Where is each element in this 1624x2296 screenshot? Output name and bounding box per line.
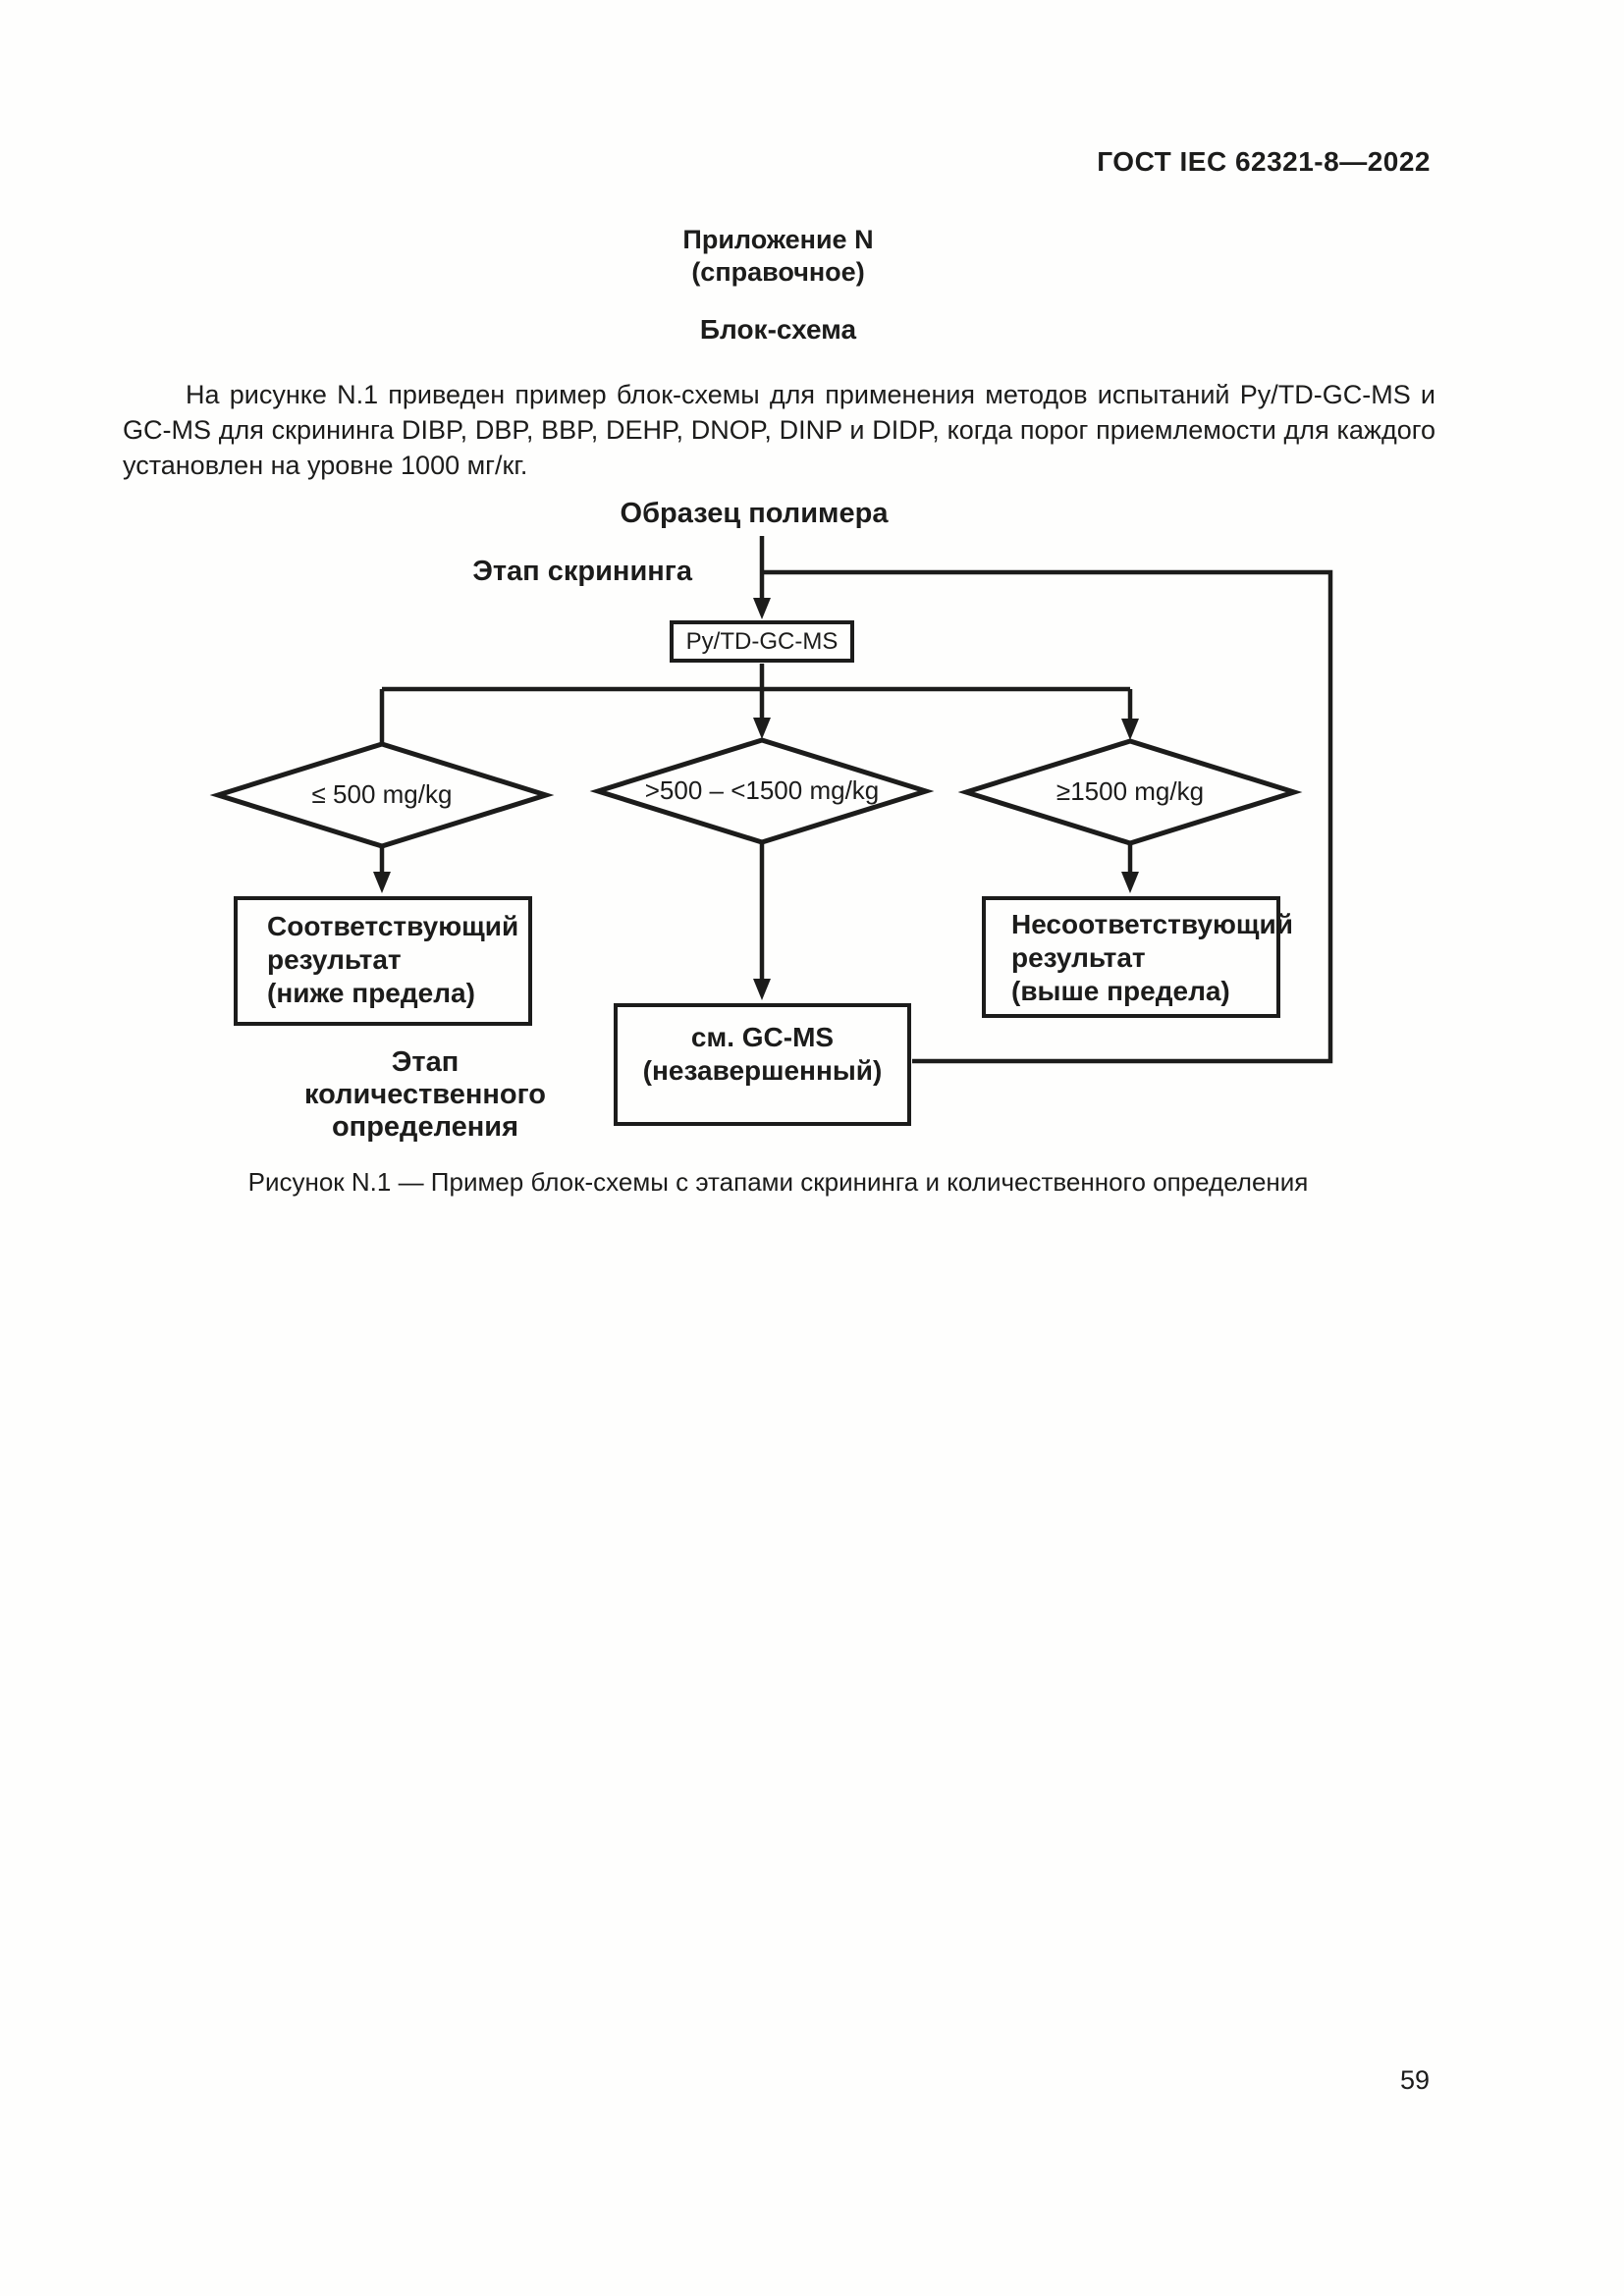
decision-low-label: ≤ 500 mg/kg — [311, 779, 453, 809]
sample-label: Образец полимера — [620, 498, 889, 529]
arrowhead-into-high-result-box — [1121, 872, 1139, 893]
arrowhead-into-gcms-box — [753, 979, 771, 1000]
quant-stage-line-2: количественного — [303, 1079, 547, 1110]
gcms-line-1: см. GC-MS — [690, 1022, 835, 1052]
running-header: ГОСТ IEC 62321-8—2022 — [1097, 146, 1431, 177]
arrowhead-into-method-box — [753, 598, 771, 619]
result-high-line-2: результат — [1011, 942, 1146, 973]
result-low-box: Соответствующий результат (ниже предела) — [234, 896, 532, 1026]
decision-diamond-low — [209, 741, 555, 849]
quant-stage-line-1: Этап — [391, 1046, 460, 1078]
page-number: 59 — [1399, 2065, 1430, 2095]
method-box-label: Py/TD-GC-MS — [685, 627, 839, 655]
decision-mid-label: >500 – <1500 mg/kg — [644, 775, 880, 805]
arrowhead-into-high-diamond — [1121, 719, 1139, 740]
appendix-title: Приложение N — [682, 225, 874, 254]
quant-stage-line-3: определения — [331, 1111, 519, 1143]
result-high-line-1: Несоответствующий — [1011, 909, 1293, 939]
screening-stage-label: Этап скрининга — [472, 556, 692, 587]
gcms-line-2: (незавершенный) — [642, 1055, 883, 1086]
decision-high-label: ≥1500 mg/kg — [1056, 776, 1205, 806]
decision-diamond-high — [957, 738, 1303, 846]
quant-stage-label: Этап количественного определения — [278, 1046, 572, 1144]
result-high-box: Несоответствующий результат (выше предел… — [982, 896, 1293, 1018]
arrowhead-into-low-result-box — [373, 872, 391, 893]
gcms-box: см. GC-MS (незавершенный) — [614, 1003, 911, 1126]
result-low-line-3: (ниже предела) — [267, 978, 475, 1008]
result-low-line-1: Соответствующий — [267, 911, 519, 941]
method-box: Py/TD-GC-MS — [670, 620, 854, 663]
connector-feedback-loop — [762, 569, 1333, 1064]
result-low-line-2: результат — [267, 944, 402, 975]
figure-caption: Рисунок N.1 — Пример блок-схемы с этапам… — [247, 1167, 1309, 1197]
decision-diamond-mid — [589, 737, 935, 845]
section-heading: Блок-схема — [699, 314, 857, 345]
intro-paragraph: На рисунке N.1 приведен пример блок-схем… — [123, 380, 1435, 480]
arrowhead-into-mid-diamond — [753, 718, 771, 739]
result-high-line-3: (выше предела) — [1011, 976, 1230, 1006]
appendix-type: (справочное) — [691, 257, 865, 287]
